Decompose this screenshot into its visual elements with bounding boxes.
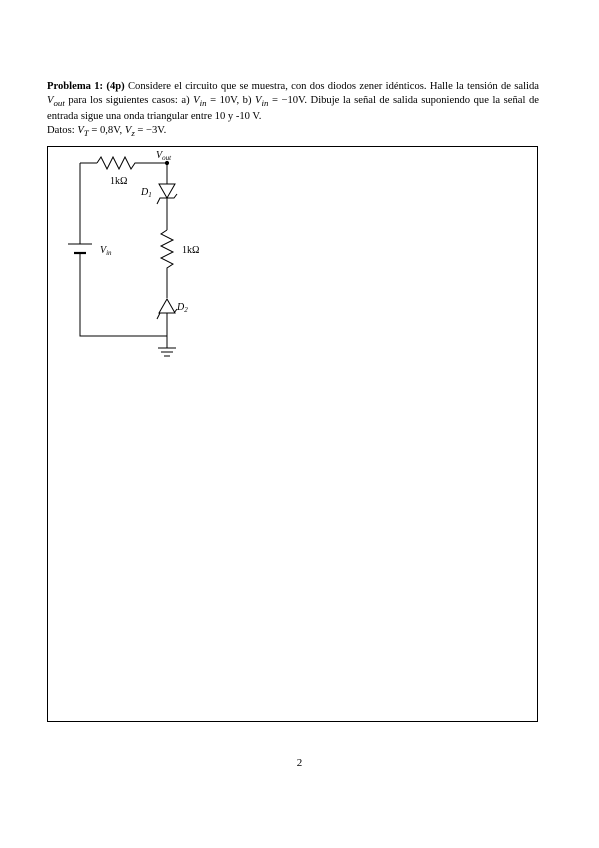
problem-text-2: para los siguientes casos: a) bbox=[64, 94, 194, 106]
wire-bottom bbox=[79, 253, 167, 337]
vout-label: Vout bbox=[156, 150, 172, 162]
d1-label: D1 bbox=[140, 187, 152, 199]
resistor-r1 bbox=[96, 155, 167, 171]
vin-sub-b: in bbox=[261, 97, 269, 108]
problem-statement: Problema 1: (4p) Considere el circuito q… bbox=[47, 80, 539, 141]
problem-points: (4p) bbox=[106, 81, 125, 92]
vin-var-a: V bbox=[193, 94, 200, 106]
vin-var-b: V bbox=[255, 94, 262, 106]
vt-sub: T bbox=[83, 128, 89, 138]
problem-label: Problema 1: bbox=[47, 81, 104, 92]
zener-d2 bbox=[158, 297, 176, 314]
answer-box bbox=[47, 146, 538, 722]
problem-text-3: , b) bbox=[236, 94, 256, 106]
r1-label: 1kΩ bbox=[110, 176, 127, 187]
d2-label: D2 bbox=[176, 302, 188, 314]
vt-var: V bbox=[77, 124, 84, 136]
vin-label: Vin bbox=[100, 245, 112, 257]
vt-value: = 0,8V bbox=[88, 124, 120, 136]
vz-var: V bbox=[124, 124, 132, 136]
resistor-r2 bbox=[159, 229, 175, 298]
vout-sub: out bbox=[53, 97, 65, 108]
wire-top-left bbox=[79, 162, 97, 244]
vz-value: = −3V bbox=[134, 124, 164, 136]
vout-var: V bbox=[47, 94, 54, 106]
problem-text-1: Considere el circuito que se muestra, co… bbox=[124, 81, 540, 92]
zener-d1 bbox=[158, 183, 176, 200]
case-a-value: = 10V bbox=[206, 94, 237, 106]
problem-text-4: . Dibuje la señal de salida suponiendo q… bbox=[47, 94, 539, 123]
case-b-value: = −10V bbox=[268, 94, 305, 106]
data-end: . bbox=[163, 124, 167, 136]
data-label: Datos: bbox=[47, 124, 78, 136]
vin-sub-a: in bbox=[199, 97, 207, 108]
page-number: 2 bbox=[296, 757, 303, 769]
r2-label: 1kΩ bbox=[182, 245, 199, 256]
vz-sub: z bbox=[131, 128, 135, 138]
data-separator: , bbox=[119, 124, 125, 136]
